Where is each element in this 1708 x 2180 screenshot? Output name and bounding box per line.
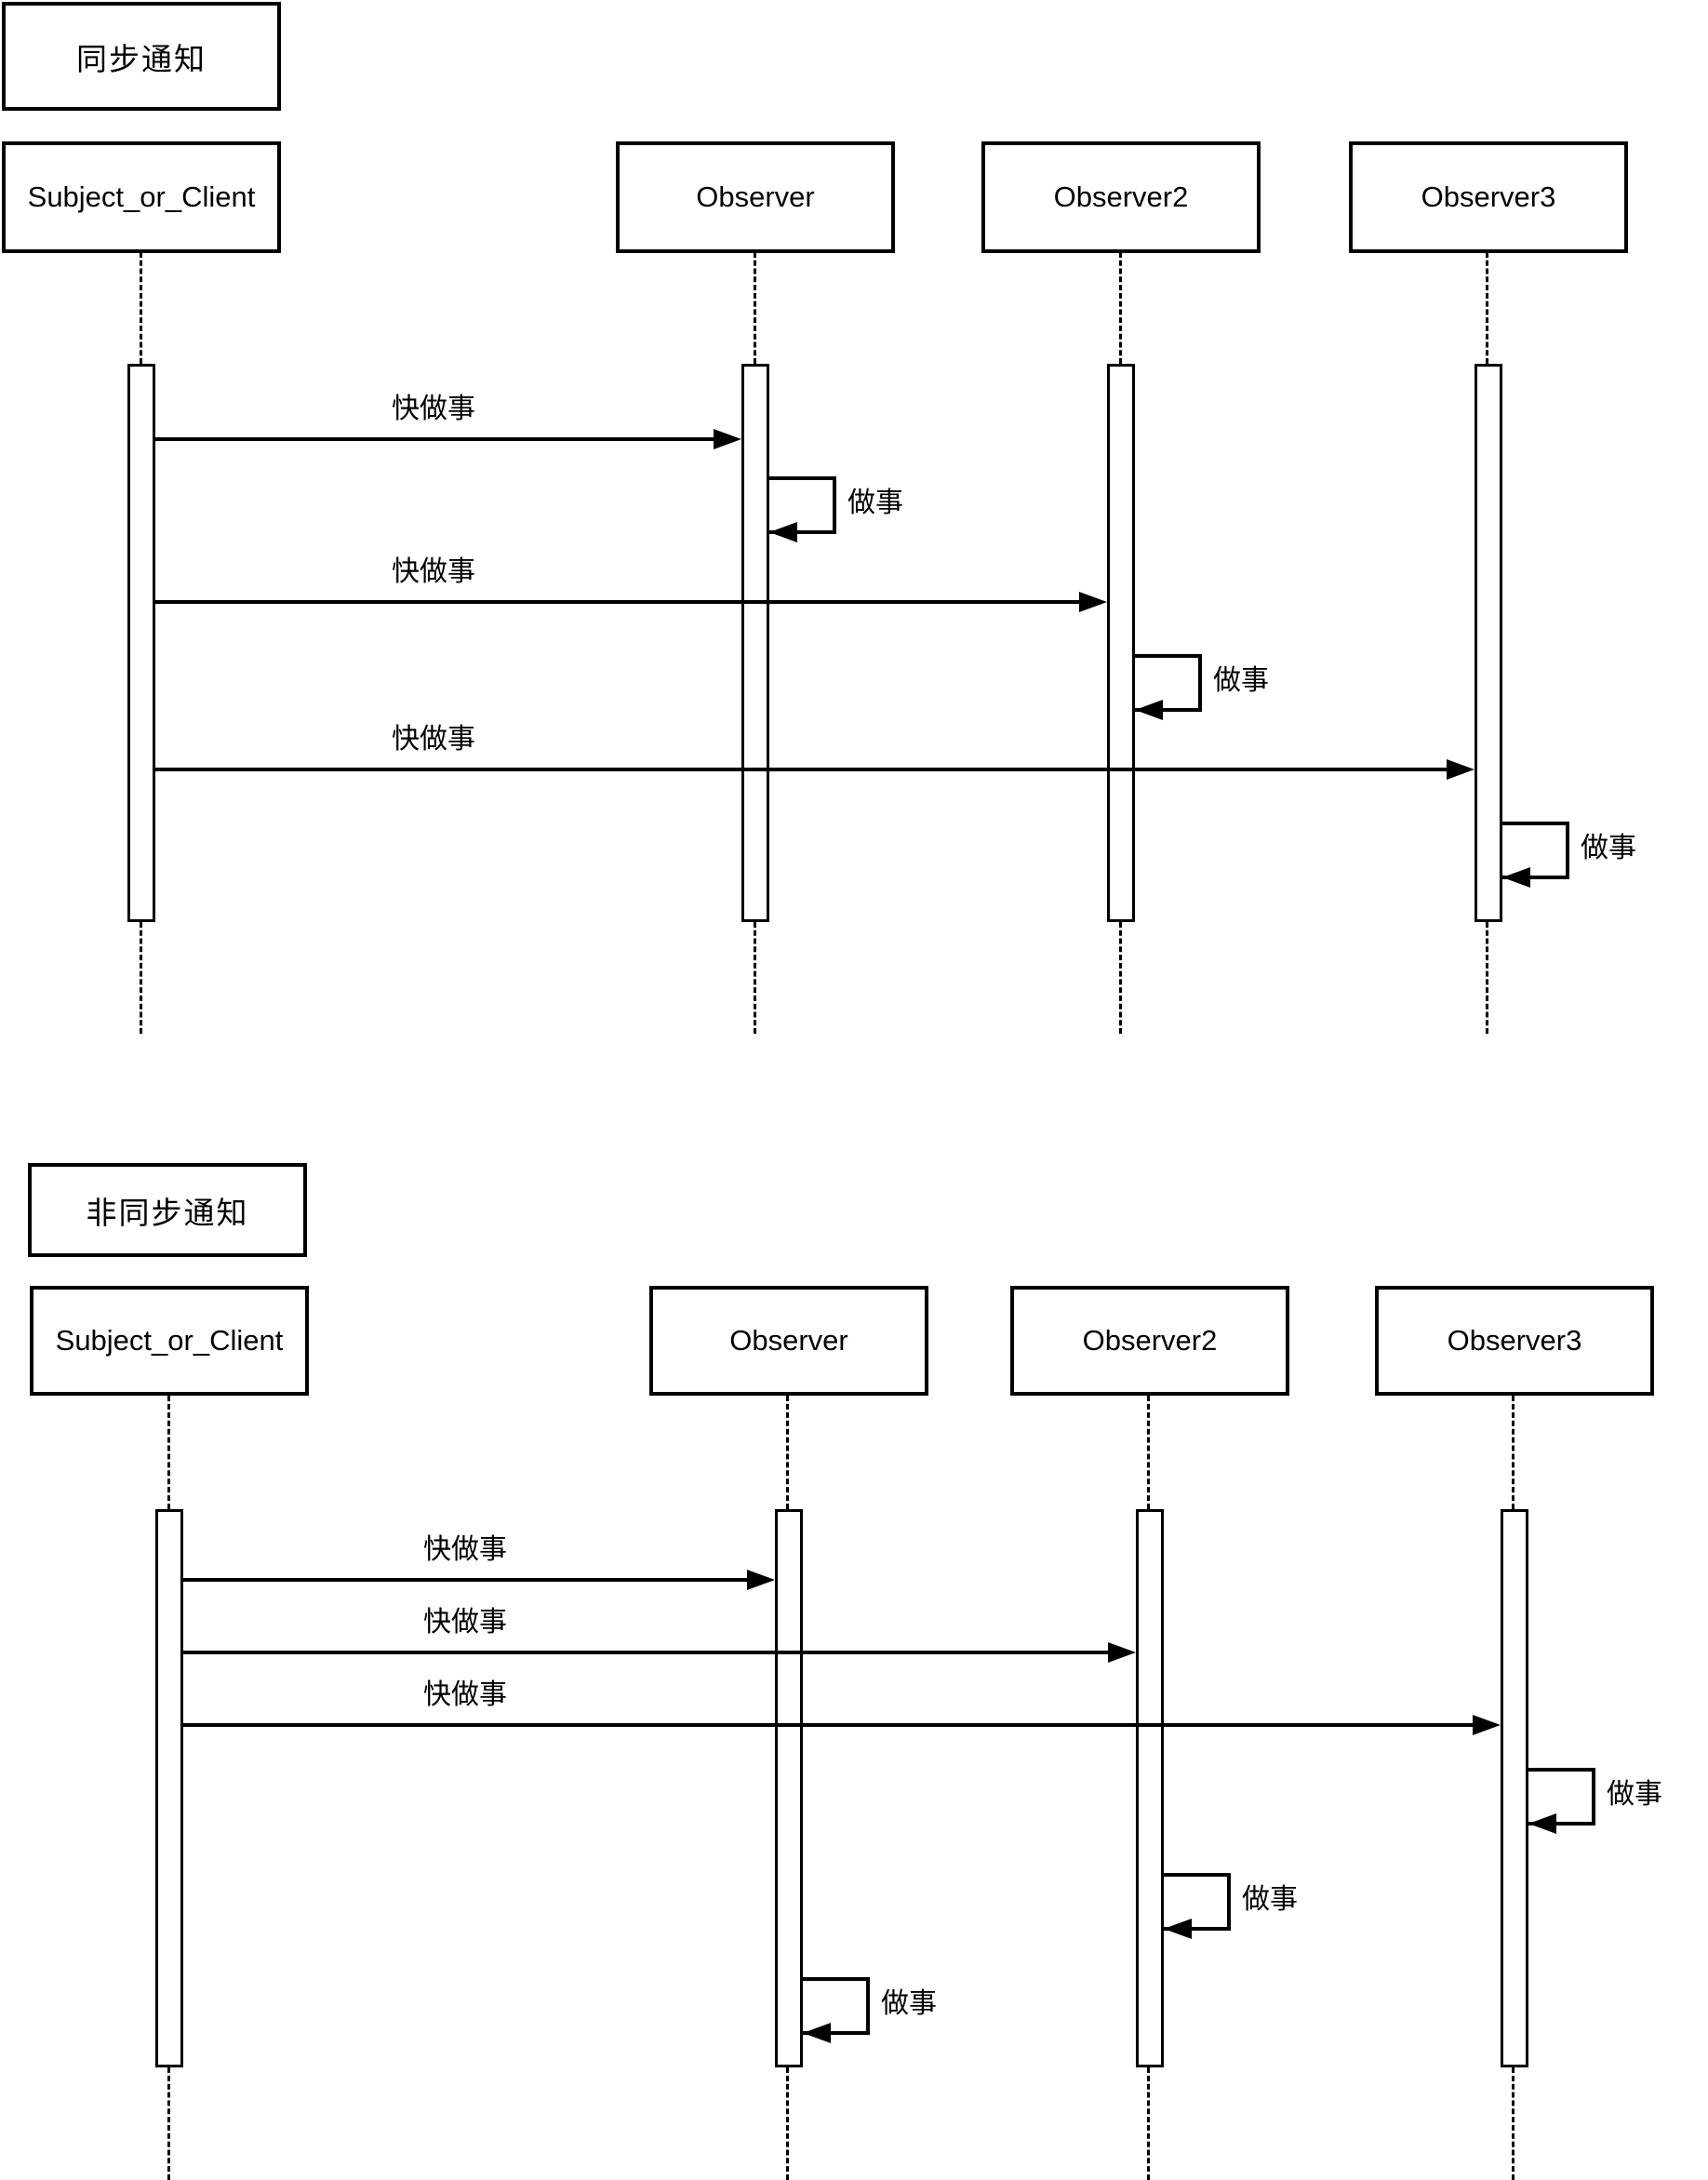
lifeline-observer (786, 2067, 789, 2180)
arrowhead-icon (769, 522, 797, 542)
message-label: 快做事 (423, 1607, 507, 1638)
arrowhead-icon (747, 1570, 775, 1590)
participant-label: Observer (729, 1324, 848, 1357)
arrowhead-icon (1473, 1715, 1501, 1735)
message-arrow-line (155, 768, 1447, 771)
self-message-label: 做事 (1607, 1779, 1662, 1810)
message-arrow-line (155, 600, 1079, 604)
participant-box-observer: Observer (649, 1286, 928, 1396)
lifeline-observer (754, 922, 756, 1034)
activation-bar-observer2 (1136, 1509, 1164, 2067)
message-label: 快做事 (423, 1534, 507, 1565)
activation-bar-observer2 (1107, 364, 1135, 922)
async-title: 非同步通知 (86, 1195, 249, 1230)
participant-label: Observer3 (1447, 1324, 1582, 1357)
self-message-loop-observer (769, 476, 836, 534)
self-message-loop-observer2 (1135, 654, 1202, 712)
lifeline-observer2 (1119, 252, 1122, 364)
lifeline-observer (754, 252, 756, 364)
participant-label: Observer2 (1082, 1324, 1218, 1357)
lifeline-observer3 (1512, 2067, 1515, 2180)
participant-label: Subject_or_Client (27, 181, 256, 213)
self-message-loop-observer (803, 1977, 870, 2035)
participant-label: Observer3 (1421, 181, 1556, 213)
lifeline-observer3 (1512, 1396, 1515, 1509)
lifeline-observer (786, 1396, 789, 1509)
lifeline-observer2 (1147, 2067, 1150, 2180)
activation-bar-observer (741, 364, 769, 922)
message-label: 快做事 (423, 1679, 507, 1710)
arrowhead-icon (1528, 1813, 1556, 1834)
participant-box-observer: Observer (616, 141, 895, 253)
lifeline-subject (140, 922, 142, 1034)
activation-bar-observer (775, 1509, 803, 2067)
participant-label: Observer2 (1053, 181, 1189, 213)
message-label: 快做事 (392, 394, 475, 424)
sync-title-box: 同步通知 (2, 2, 281, 111)
participant-box-observer3: Observer3 (1349, 141, 1628, 253)
self-message-label: 做事 (1242, 1884, 1298, 1915)
arrowhead-icon (1135, 700, 1163, 720)
message-arrow-line (155, 437, 714, 441)
arrowhead-icon (1502, 867, 1530, 888)
self-message-label: 做事 (1213, 665, 1269, 696)
async-title-box: 非同步通知 (28, 1163, 307, 1257)
sync-title: 同步通知 (76, 41, 207, 76)
arrowhead-icon (803, 2023, 831, 2043)
activation-bar-subject (155, 1509, 183, 2067)
self-message-label: 做事 (881, 1988, 937, 2019)
lifeline-observer3 (1486, 922, 1488, 1034)
self-message-loop-observer3 (1502, 822, 1569, 879)
message-arrow-line (183, 1651, 1108, 1654)
participant-box-subject: Subject_or_Client (30, 1286, 309, 1396)
lifeline-observer2 (1147, 1396, 1150, 1509)
activation-bar-observer3 (1501, 1509, 1528, 2067)
participant-label: Subject_or_Client (55, 1324, 284, 1357)
activation-bar-observer3 (1474, 364, 1502, 922)
activation-bar-subject (127, 364, 155, 922)
self-message-loop-observer3 (1528, 1768, 1595, 1826)
self-message-label: 做事 (847, 488, 903, 518)
message-label: 快做事 (392, 556, 475, 587)
arrowhead-icon (1079, 592, 1107, 612)
message-arrow-line (183, 1578, 747, 1582)
arrowhead-icon (1164, 1919, 1192, 1939)
self-message-loop-observer2 (1164, 1873, 1231, 1931)
message-label: 快做事 (392, 724, 475, 755)
self-message-label: 做事 (1581, 833, 1636, 863)
lifeline-subject (167, 1396, 170, 1509)
participant-box-observer2: Observer2 (1010, 1286, 1289, 1396)
participant-label: Observer (696, 181, 815, 213)
arrowhead-icon (1447, 759, 1474, 780)
arrowhead-icon (714, 429, 741, 449)
lifeline-subject (167, 2067, 170, 2180)
message-arrow-line (183, 1723, 1473, 1727)
arrowhead-icon (1108, 1642, 1136, 1663)
lifeline-observer2 (1119, 922, 1122, 1034)
participant-box-observer3: Observer3 (1375, 1286, 1654, 1396)
lifeline-subject (140, 252, 142, 364)
lifeline-observer3 (1486, 252, 1488, 364)
participant-box-observer2: Observer2 (981, 141, 1261, 253)
participant-box-subject: Subject_or_Client (2, 141, 281, 253)
